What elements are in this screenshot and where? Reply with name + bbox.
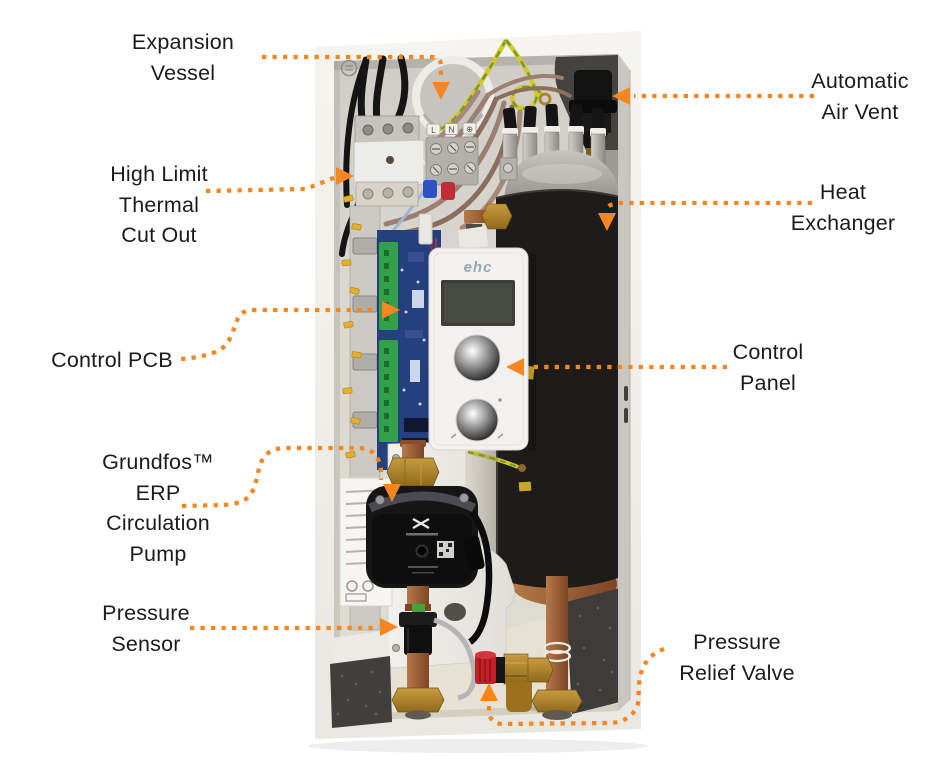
leader-circulation-pump [181, 445, 401, 509]
terminal-label-neutral: N [448, 125, 454, 135]
label-automatic-air-vent: Automatic Air Vent [765, 66, 950, 127]
label-line: High Limit [110, 162, 208, 186]
label-pressure-relief-valve: Pressure Relief Valve [642, 627, 832, 688]
arrowhead [612, 87, 630, 105]
label-line: Pressure [693, 630, 781, 654]
label-expansion-vessel: Expansion Vessel [88, 27, 278, 88]
leader-expansion-vessel [262, 54, 450, 100]
pump-cable-clip [463, 535, 485, 571]
label-line: Relief Valve [679, 660, 795, 685]
terminal-label-earth: ⊕ [466, 124, 473, 134]
label-control-pcb: Control PCB [12, 345, 212, 376]
leader-automatic-air-vent [612, 87, 814, 105]
stamp-mark [340, 59, 358, 77]
label-heat-exchanger: Heat Exchanger [748, 177, 938, 238]
label-line: Circulation [106, 511, 210, 535]
label-line: Exchanger [790, 210, 896, 235]
control-knob-1 [453, 334, 501, 382]
circulation-pump [366, 440, 493, 645]
arrowhead [480, 683, 498, 701]
leader-control-panel [506, 358, 727, 376]
pump-cable [468, 510, 493, 645]
label-line: ERP [135, 480, 181, 505]
control-pcb-assembly [341, 194, 457, 631]
label-line: Vessel [150, 60, 216, 85]
label-line: Heat [819, 180, 867, 204]
label-pressure-sensor: Pressure Sensor [51, 598, 241, 659]
label-control-panel: Control Panel [673, 337, 863, 398]
leader-heat-exchanger [598, 200, 812, 231]
label-circulation-pump: Grundfos™ ERP Circulation Pump [63, 447, 253, 569]
label-line: Expansion [131, 30, 235, 54]
foam-insulation-left [330, 630, 392, 728]
mains-terminal-block: L N ⊕ [423, 122, 479, 200]
left-rim-shadow [334, 61, 340, 721]
vent-slot [624, 408, 628, 423]
arrowhead [432, 82, 450, 100]
terminal-label-live: L [431, 125, 436, 135]
label-line: Pump [129, 541, 187, 566]
label-line: Control PCB [51, 348, 173, 372]
leader-high-limit-thermal-cut-out [205, 167, 354, 194]
leader-control-pcb [180, 301, 400, 362]
arrowhead [380, 618, 398, 636]
pcb-standoff [418, 213, 433, 245]
grundfos-logo-icon [412, 518, 430, 529]
label-line: Pressure [102, 601, 190, 625]
right-wall-inner-face [618, 54, 630, 711]
arrowhead [383, 484, 401, 502]
vent-slot [624, 386, 628, 401]
label-line: Panel [740, 370, 796, 395]
ehc-logo: ehc [464, 259, 493, 276]
arrowhead [506, 358, 524, 376]
leader-pressure-relief-valve [480, 646, 665, 727]
control-panel: ehc [428, 247, 536, 451]
arrowhead [598, 213, 616, 231]
arrowhead [382, 301, 400, 319]
blue-cap [423, 180, 437, 198]
sensor-cable [433, 617, 477, 701]
red-cap [441, 182, 455, 200]
pump-inlet-pipe [402, 444, 424, 462]
label-line: Control [732, 340, 804, 364]
arrowhead [336, 167, 354, 185]
label-line: Grundfos™ [102, 450, 214, 474]
high-limit-thermal-cut-out [353, 115, 432, 207]
sticker [518, 481, 532, 492]
label-line: Thermal [118, 192, 200, 217]
label-line: Automatic [811, 69, 909, 93]
leader-pressure-sensor [190, 618, 398, 636]
pressure-relief-valve [475, 651, 554, 712]
case-floor-shadow [308, 739, 648, 753]
label-line: Sensor [111, 631, 181, 656]
label-line: Air Vent [821, 99, 899, 124]
flow-pipe-fitting [458, 157, 518, 250]
control-knob-2 [455, 398, 499, 442]
label-high-limit-thermal-cut-out: High Limit Thermal Cut Out [64, 159, 254, 251]
foam-insulation-right [566, 588, 620, 714]
pump-union-nut [386, 457, 440, 487]
label-line: Cut Out [121, 223, 197, 247]
pressure-sensor [391, 604, 477, 720]
